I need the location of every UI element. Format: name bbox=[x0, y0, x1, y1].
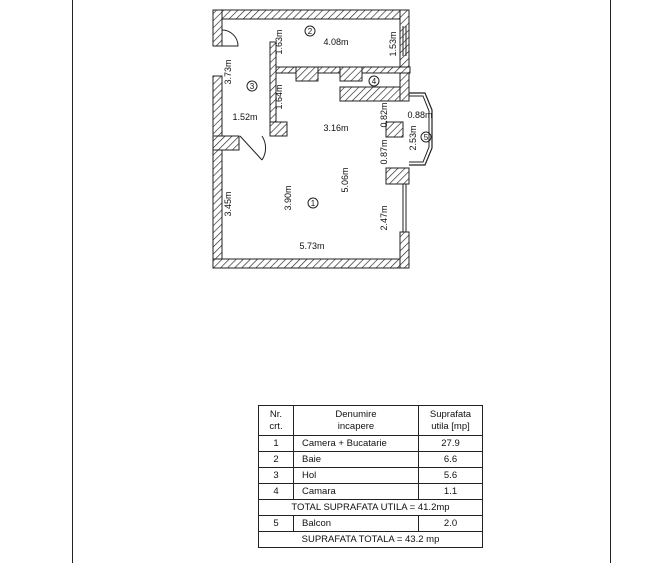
total-area: SUPRAFATA TOTALA = 43.2 mp bbox=[258, 531, 483, 548]
wall-storage-stub bbox=[295, 66, 319, 82]
walls bbox=[212, 9, 411, 269]
header-name-line2: incapere bbox=[337, 420, 375, 432]
total-row: SUPRAFATA TOTALA = 43.2 mp bbox=[258, 531, 483, 548]
wall-left-lower-2 bbox=[212, 149, 223, 269]
dim-2-53: 2.53m bbox=[408, 125, 418, 150]
row-area: 6.6 bbox=[418, 451, 483, 468]
row-name: Camera + Bucatarie bbox=[293, 435, 419, 452]
row-name: Camara bbox=[293, 483, 419, 500]
wall-left-lower bbox=[212, 135, 240, 151]
dim-3-90: 3.90m bbox=[283, 185, 293, 210]
wall-right-bath bbox=[399, 9, 410, 68]
room-marker-3: 3 bbox=[250, 82, 255, 91]
total-utila-row: TOTAL SUPRAFATA UTILA = 41.2mp bbox=[258, 499, 483, 516]
row-area: 1.1 bbox=[418, 483, 483, 500]
dim-3-73: 3.73m bbox=[223, 59, 233, 84]
room-marker-5: 5 bbox=[424, 133, 429, 142]
wall-right-lower bbox=[399, 231, 410, 269]
openings bbox=[221, 26, 433, 232]
wall-storage-top bbox=[339, 66, 363, 82]
row-nr: 5 bbox=[258, 515, 294, 532]
table-row: 2 Baie 6.6 bbox=[258, 451, 483, 468]
row-name: Hol bbox=[293, 467, 419, 484]
wall-right-mid bbox=[385, 167, 410, 185]
dim-0-88: 0.88m bbox=[407, 110, 432, 120]
room-marker-4: 4 bbox=[372, 77, 377, 86]
header-area: Suprafata utila [mp] bbox=[418, 405, 483, 436]
table-row: 3 Hol 5.6 bbox=[258, 467, 483, 484]
column-left bbox=[269, 121, 288, 137]
table-row: 5 Balcon 2.0 bbox=[258, 515, 483, 532]
row-nr: 1 bbox=[258, 435, 294, 452]
dim-5-73: 5.73m bbox=[299, 241, 324, 251]
dim-1-52: 1.52m bbox=[232, 112, 257, 122]
header-name-line1: Denumire bbox=[335, 408, 377, 420]
row-nr: 4 bbox=[258, 483, 294, 500]
dimension-labels: 4.08m 1.63m 1.53m 3.73m 1.64m 1.52m 3.16… bbox=[223, 29, 433, 251]
header-area-line2: utila [mp] bbox=[431, 420, 470, 432]
dim-4-08: 4.08m bbox=[323, 37, 348, 47]
room-markers bbox=[246, 25, 432, 209]
row-name: Baie bbox=[293, 451, 419, 468]
table-row: 4 Camara 1.1 bbox=[258, 483, 483, 500]
floor-plan: 1 2 3 4 5 4.08m 1.63m 1.53m 3.73m 1.64m … bbox=[212, 9, 433, 269]
row-nr: 3 bbox=[258, 467, 294, 484]
wall-left-upper bbox=[212, 9, 223, 47]
table-header-row: Nr. crt. Denumire incapere Suprafata uti… bbox=[258, 405, 483, 436]
room-marker-labels: 1 2 3 4 5 bbox=[250, 27, 429, 208]
room-marker-2: 2 bbox=[308, 27, 313, 36]
wall-top bbox=[212, 9, 410, 20]
dim-5-06: 5.06m bbox=[340, 167, 350, 192]
room-marker-1: 1 bbox=[311, 199, 316, 208]
frame-left-line bbox=[72, 0, 73, 563]
total-utila: TOTAL SUPRAFATA UTILA = 41.2mp bbox=[258, 499, 483, 516]
wall-bottom bbox=[212, 258, 410, 269]
table-row: 1 Camera + Bucatarie 27.9 bbox=[258, 435, 483, 452]
wall-storage-right bbox=[399, 72, 410, 102]
row-area: 5.6 bbox=[418, 467, 483, 484]
header-nr-line2: crt. bbox=[269, 420, 283, 432]
dim-0-87: 0.87m bbox=[379, 139, 389, 164]
header-nr: Nr. crt. bbox=[258, 405, 294, 436]
dim-1-64: 1.64m bbox=[274, 84, 284, 109]
row-area: 2.0 bbox=[418, 515, 483, 532]
wall-left-middle bbox=[212, 75, 223, 137]
dim-2-47: 2.47m bbox=[379, 205, 389, 230]
pillar-balcony bbox=[385, 121, 404, 138]
dim-3-16: 3.16m bbox=[323, 123, 348, 133]
dim-3-45: 3.45m bbox=[223, 191, 233, 216]
header-nr-line1: Nr. bbox=[269, 408, 283, 420]
frame-right-line bbox=[610, 0, 611, 563]
header-name: Denumire incapere bbox=[293, 405, 419, 436]
header-area-line1: Suprafata bbox=[429, 408, 472, 420]
row-nr: 2 bbox=[258, 451, 294, 468]
dim-1-63: 1.63m bbox=[274, 29, 284, 54]
row-area: 27.9 bbox=[418, 435, 483, 452]
row-name: Balcon bbox=[293, 515, 419, 532]
wall-storage bbox=[339, 86, 405, 102]
dim-1-53: 1.53m bbox=[388, 31, 398, 56]
dim-0-82: 0.82m bbox=[379, 102, 389, 127]
rooms-table: Nr. crt. Denumire incapere Suprafata uti… bbox=[258, 405, 483, 548]
